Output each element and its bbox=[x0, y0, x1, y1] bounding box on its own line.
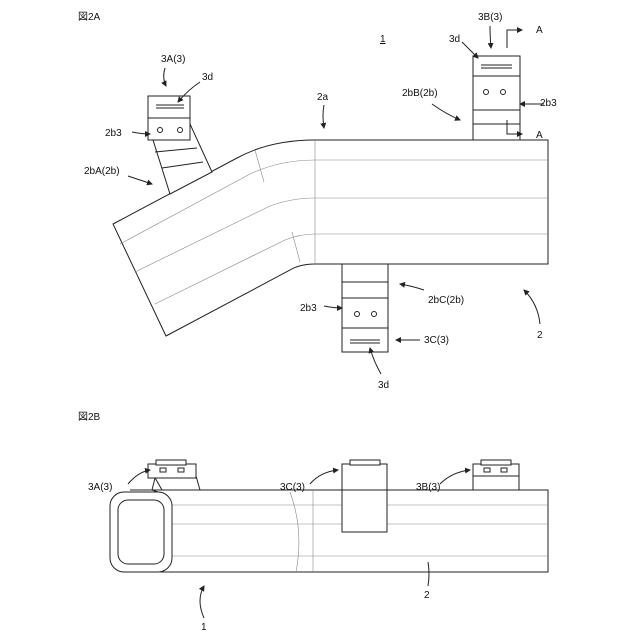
clip-3C-side bbox=[342, 460, 387, 532]
label-3B: 3B(3) bbox=[478, 12, 502, 23]
label-3C: 3C(3) bbox=[424, 335, 449, 346]
figure-2a: 図2A bbox=[78, 11, 557, 391]
label-3C-side: 3C(3) bbox=[280, 482, 305, 493]
section-label-top: A bbox=[536, 25, 543, 36]
label-2bA: 2bA(2b) bbox=[84, 166, 120, 177]
clip-3B-side bbox=[473, 460, 519, 490]
clip-3C bbox=[342, 264, 388, 352]
label-3d-c: 3d bbox=[378, 380, 389, 391]
figure-2b: 図2B bbox=[78, 411, 548, 633]
label-3A-side: 3A(3) bbox=[88, 482, 112, 493]
label-2bC: 2bC(2b) bbox=[428, 295, 464, 306]
label-2b3-a: 2b3 bbox=[105, 128, 122, 139]
label-ref-1: 1 bbox=[380, 34, 386, 45]
clip-3A bbox=[148, 96, 190, 140]
figure-2a-title: 図2A bbox=[78, 11, 101, 23]
label-3d-b: 3d bbox=[449, 34, 460, 45]
label-2bB: 2bB(2b) bbox=[402, 88, 438, 99]
label-ref-2: 2 bbox=[537, 330, 543, 341]
label-ref-2-side: 2 bbox=[424, 590, 430, 601]
label-2a: 2a bbox=[317, 92, 329, 103]
label-3B-side: 3B(3) bbox=[416, 482, 440, 493]
duct-body-side-view bbox=[110, 490, 548, 572]
figure-2b-title: 図2B bbox=[78, 411, 101, 423]
label-ref-1-side: 1 bbox=[201, 622, 207, 633]
label-2b3-c: 2b3 bbox=[300, 303, 317, 314]
clip-3B bbox=[473, 56, 520, 140]
label-2b3-b: 2b3 bbox=[540, 98, 557, 109]
label-3A: 3A(3) bbox=[161, 54, 185, 65]
clip-3A-side bbox=[148, 460, 200, 492]
section-label-bottom: A bbox=[536, 130, 543, 141]
label-3d-a: 3d bbox=[202, 72, 213, 83]
